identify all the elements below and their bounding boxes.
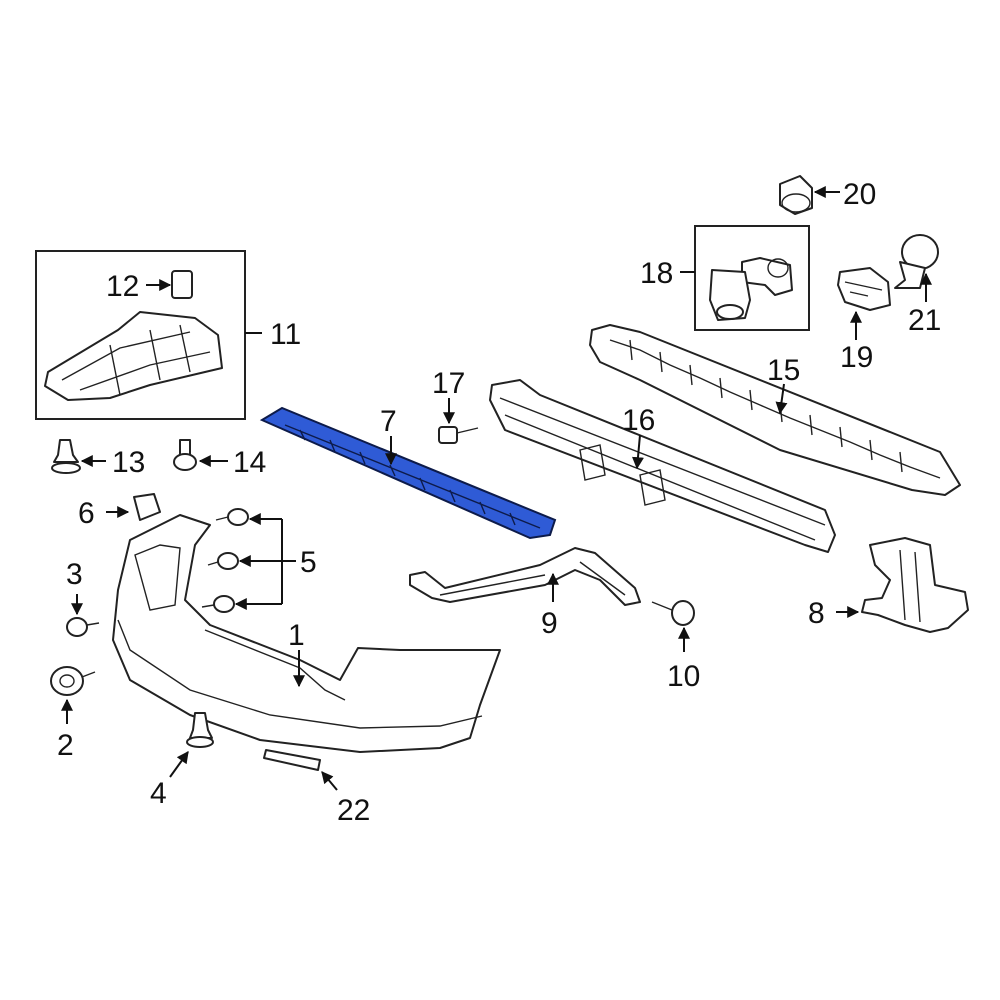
part-1-bumper-cover[interactable]: [112, 514, 501, 753]
callout-19: 19: [840, 341, 873, 374]
part-19-sensor[interactable]: [837, 267, 891, 311]
callout-1: 1: [288, 619, 305, 652]
part-2-group[interactable]: 2: [50, 666, 96, 762]
callout-7: 7: [380, 405, 397, 438]
callout-13: 13: [112, 446, 145, 479]
part-22-group[interactable]: 22: [263, 749, 370, 827]
part-13-push-clip[interactable]: [53, 439, 79, 463]
callout-18: 18: [640, 257, 673, 290]
part-10-screw[interactable]: [671, 600, 695, 626]
callout-8: 8: [808, 597, 825, 630]
part-11-group[interactable]: 11: [35, 250, 301, 420]
part-18-inset-box: [694, 225, 810, 331]
part-6-retainer[interactable]: [133, 493, 161, 521]
part-1-group[interactable]: 1: [112, 514, 501, 753]
part-6-group[interactable]: 6: [78, 493, 161, 530]
part-16-group[interactable]: 16: [489, 379, 836, 553]
callout-4: 4: [150, 777, 167, 810]
callout-15: 15: [767, 354, 800, 387]
part-10-group[interactable]: 10: [651, 600, 700, 693]
part-2-bolt[interactable]: [50, 666, 84, 696]
part-4-clip[interactable]: [189, 712, 213, 739]
part-17-group[interactable]: 17: [432, 367, 479, 444]
part-11-under-panel[interactable]: [44, 311, 223, 401]
part-21-group[interactable]: 21: [894, 234, 941, 337]
callout-22: 22: [337, 794, 370, 827]
part-15-energy-absorber[interactable]: [589, 324, 961, 496]
callout-6: 6: [78, 497, 95, 530]
callout-2: 2: [57, 729, 74, 762]
part-14-group[interactable]: 14: [173, 439, 266, 479]
part-15-group[interactable]: 15: [589, 324, 961, 496]
part-7-group[interactable]: 7: [259, 405, 557, 540]
part-12-clip-nut[interactable]: [171, 270, 193, 299]
part-8-bracket[interactable]: [861, 537, 969, 633]
callout-21: 21: [908, 304, 941, 337]
part-5-screw-bottom[interactable]: [213, 595, 235, 613]
part-16-reinforcement-beam[interactable]: [489, 379, 836, 553]
part-3-group[interactable]: 3: [66, 558, 100, 637]
callout-17: 17: [432, 367, 465, 400]
part-5-screw-top[interactable]: [227, 508, 249, 526]
callout-11: 11: [270, 318, 301, 351]
callout-14: 14: [233, 446, 266, 479]
part-9-bracket[interactable]: [409, 547, 641, 606]
part-5-group[interactable]: 5: [201, 508, 317, 613]
callout-3: 3: [66, 558, 83, 591]
part-13-group[interactable]: 13: [51, 439, 145, 479]
part-3-screw[interactable]: [66, 617, 88, 637]
callout-9: 9: [541, 607, 558, 640]
part-5-screw-middle[interactable]: [217, 552, 239, 570]
part-19-group[interactable]: 19: [837, 267, 891, 374]
part-12-group[interactable]: 12: [106, 270, 193, 303]
part-20-group[interactable]: 20: [779, 175, 876, 215]
part-9-group[interactable]: 9: [409, 547, 641, 640]
part-8-group[interactable]: 8: [808, 537, 969, 633]
part-22-reflector[interactable]: [263, 749, 321, 771]
part-4-group[interactable]: 4: [150, 712, 214, 810]
callout-5: 5: [300, 546, 317, 579]
callout-16: 16: [622, 404, 655, 437]
callout-20: 20: [843, 178, 876, 211]
part-18-sensor-upper[interactable]: [741, 257, 793, 296]
callout-10: 10: [667, 660, 700, 693]
part-17-bolt[interactable]: [438, 426, 458, 444]
part-11-inset-box: [35, 250, 246, 420]
part-18-group[interactable]: 18: [640, 225, 810, 331]
callout-12: 12: [106, 270, 139, 303]
part-20-sensor-collar[interactable]: [779, 175, 813, 215]
